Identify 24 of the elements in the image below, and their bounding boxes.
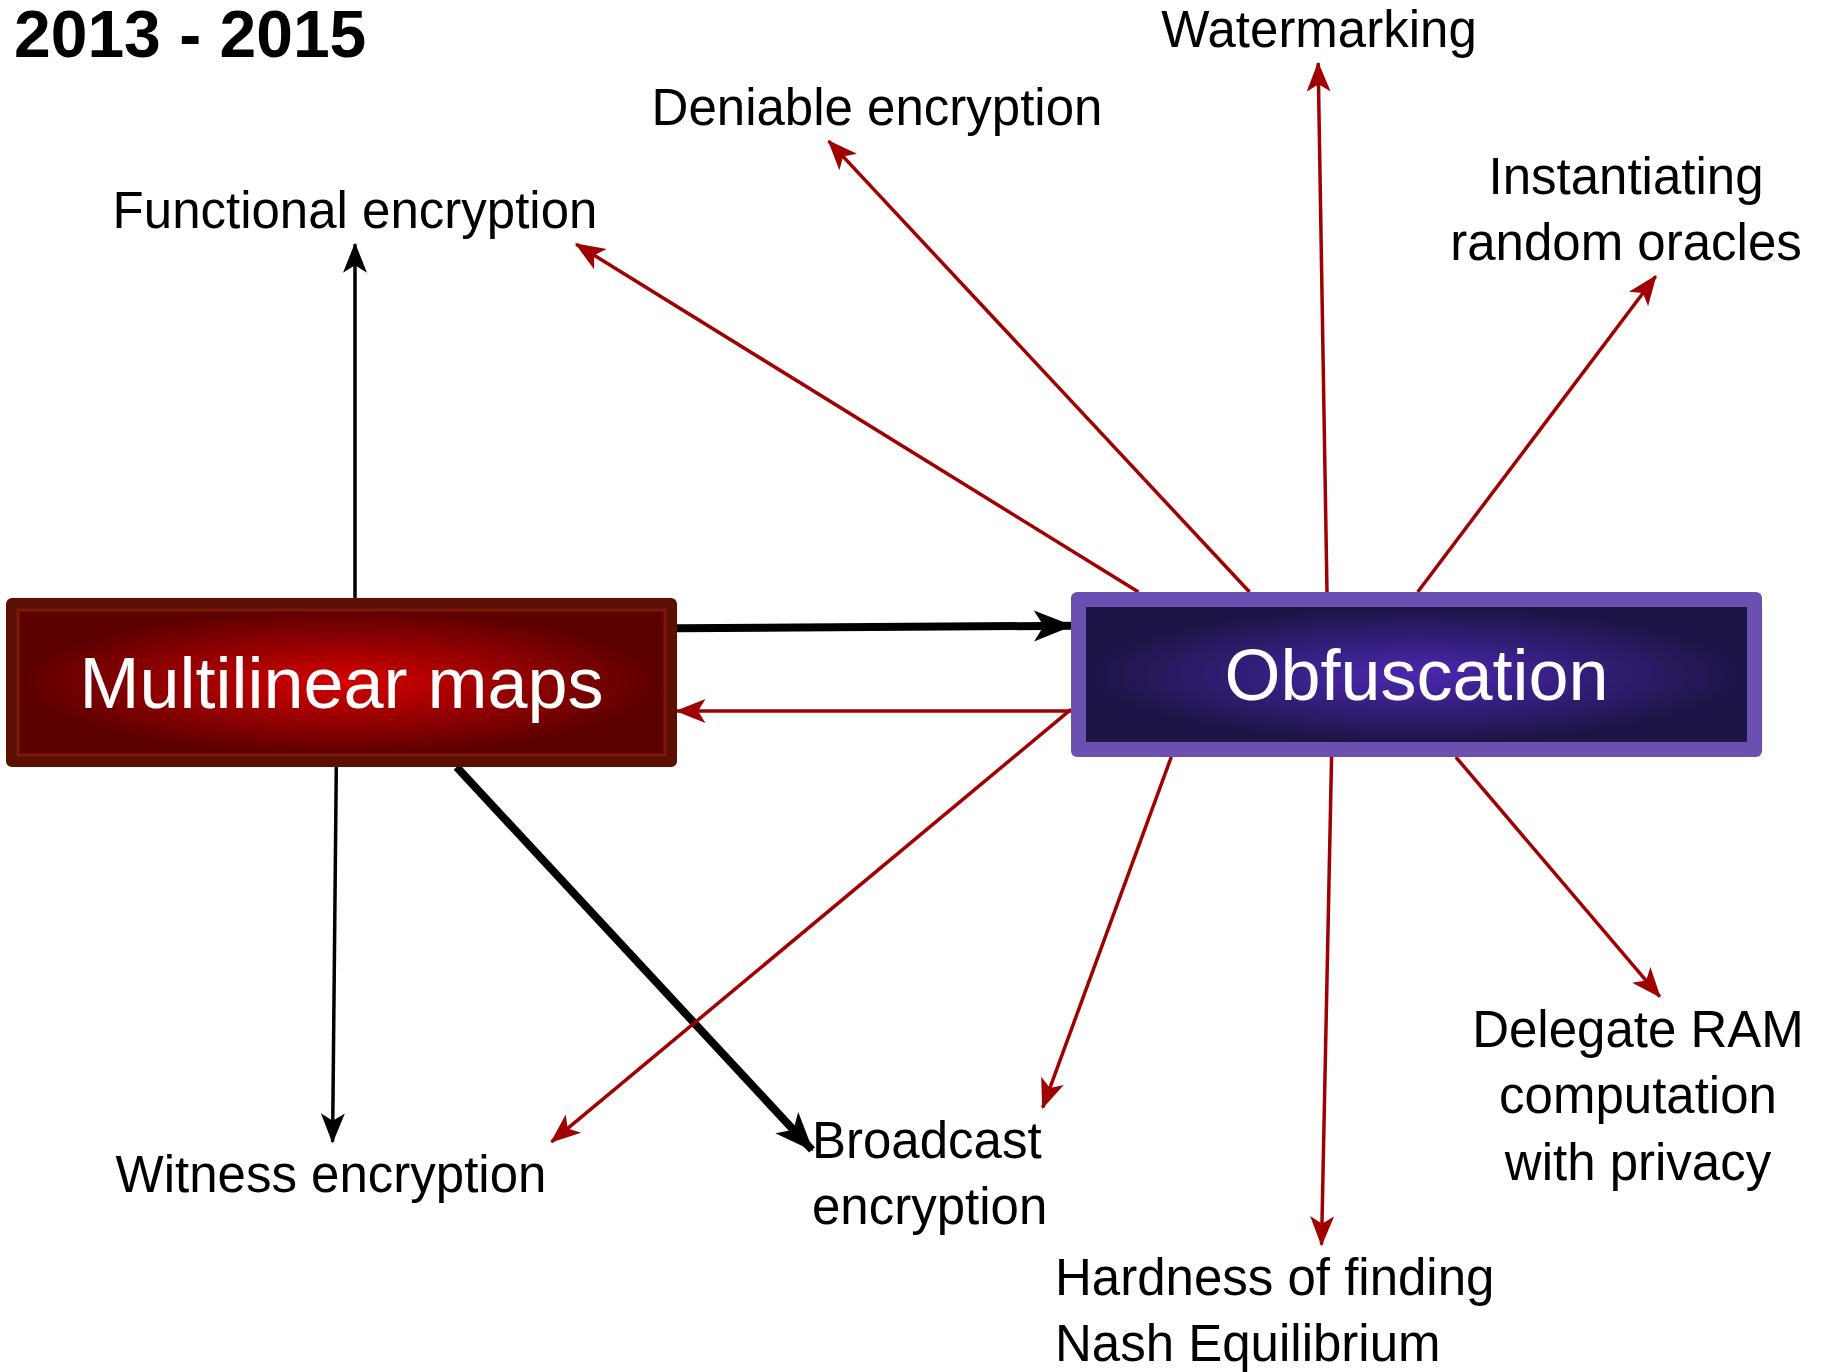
- topic-label: Deniable encryption: [650, 77, 1104, 138]
- arrow: [827, 139, 1251, 594]
- arrow: [320, 767, 345, 1144]
- box-label: Multilinear maps: [79, 641, 604, 724]
- arrow: [1310, 756, 1335, 1247]
- topic-label: Functional encryption: [111, 180, 599, 241]
- topic-label: Hardness of finding Nash Equilibrium: [1055, 1247, 1496, 1372]
- arrow: [676, 610, 1073, 642]
- arrow: [1454, 755, 1662, 998]
- arrow: [1306, 61, 1331, 593]
- arrow: [1041, 756, 1173, 1110]
- arrow: [1416, 275, 1658, 594]
- topic-label: Delegate RAM computation with privacy: [1471, 999, 1805, 1193]
- diagram-title: 2013 - 2015: [14, 0, 367, 72]
- topic-label: Broadcast encryption: [812, 1110, 1049, 1237]
- concept-box: [6, 598, 677, 767]
- arrow: [574, 242, 1140, 594]
- arrow: [343, 242, 367, 598]
- concept-box: [1071, 592, 1762, 757]
- box-label: Obfuscation: [1224, 633, 1609, 716]
- topic-label: Instantiating random oracles: [1449, 146, 1803, 273]
- topic-label: Watermarking: [1160, 0, 1478, 60]
- arrow: [550, 708, 1073, 1144]
- topic-label: Witness encryption: [114, 1144, 548, 1205]
